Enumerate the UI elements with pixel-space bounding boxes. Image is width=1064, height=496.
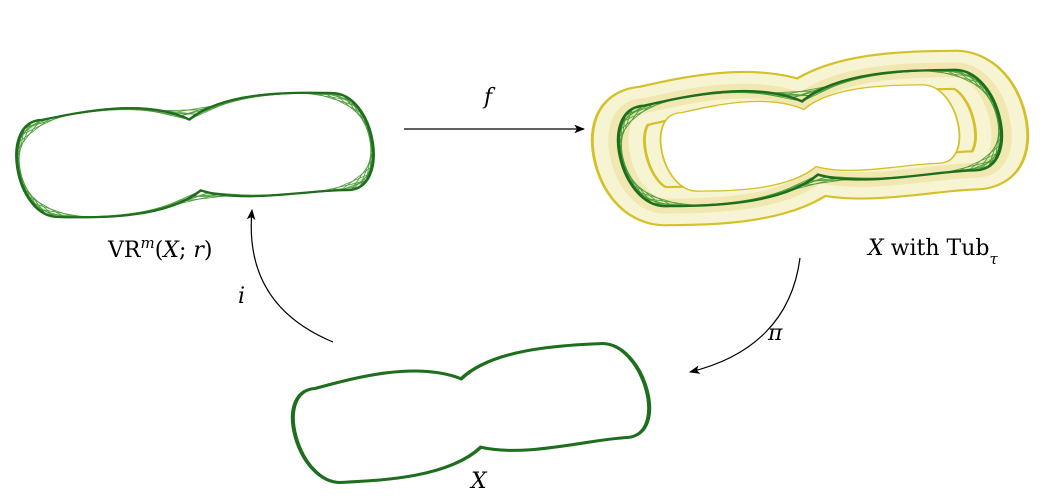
space-x: X xyxy=(282,334,660,494)
arrow-i: i xyxy=(238,208,334,343)
simplex-edge xyxy=(628,174,663,209)
simplex-edge xyxy=(800,179,849,186)
simplex-edge xyxy=(24,186,55,219)
simplex-edge xyxy=(632,181,674,211)
simplex-edge xyxy=(174,194,220,204)
simplex-edge xyxy=(303,88,351,104)
simplex-edge xyxy=(790,178,839,190)
simplex-edge xyxy=(141,104,189,124)
vr-complex-label: VRm(X; r) xyxy=(107,234,212,263)
simplex-edge xyxy=(324,90,363,117)
vr-complex: VRm(X; r) xyxy=(8,83,382,263)
arrow-f-label: f xyxy=(482,85,496,110)
simplex-edge xyxy=(319,181,367,192)
simplex-edge xyxy=(27,193,65,221)
simplex-edge xyxy=(644,193,696,212)
simplex-edge xyxy=(781,86,828,94)
simplex-edge xyxy=(18,120,43,135)
simplex-edge xyxy=(612,106,648,138)
arrow-pi-line xyxy=(688,257,801,374)
simplex-edge xyxy=(184,196,230,201)
simplex-edge xyxy=(337,166,375,190)
simplex-edge xyxy=(923,65,975,83)
simplex-edge xyxy=(964,145,1006,171)
simplex-edge xyxy=(771,88,818,96)
simplex-edge xyxy=(750,85,802,107)
simplex-edge xyxy=(945,66,988,95)
arrow-f: f xyxy=(404,85,586,134)
arrow-i-label: i xyxy=(238,284,245,309)
x-label: X xyxy=(469,469,488,494)
complex-curve xyxy=(8,83,382,227)
vr-complex-shape xyxy=(8,83,382,227)
tubular-neighborhood: X with Tubτ xyxy=(609,61,1011,268)
simplex-edge xyxy=(334,91,366,123)
simplex-edge xyxy=(956,66,992,100)
simplex-edge xyxy=(161,107,205,114)
simplex-face xyxy=(27,195,55,217)
arrow-i-line xyxy=(246,208,334,343)
arrow-pi-label: π xyxy=(767,321,783,346)
arrow-pi: π xyxy=(688,257,801,374)
simplex-edge xyxy=(945,160,997,172)
simplex-edge xyxy=(618,106,645,123)
simplex-edge xyxy=(170,106,214,113)
tub-label: X with Tubτ xyxy=(866,236,998,268)
